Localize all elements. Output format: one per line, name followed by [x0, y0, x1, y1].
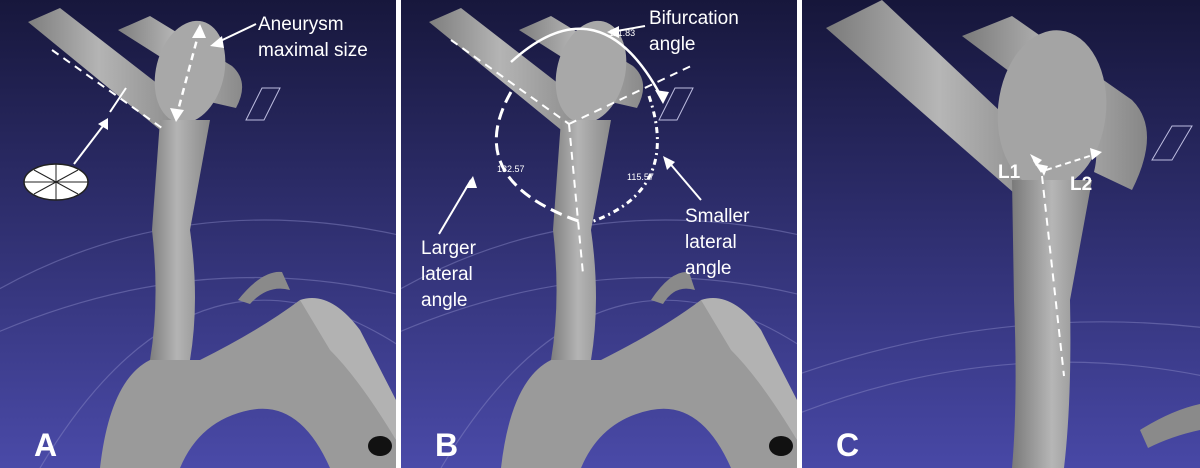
panel-letter: C — [836, 427, 859, 463]
l2-label: L2 — [1070, 174, 1092, 195]
smaller-label-line1: Smaller — [685, 206, 750, 227]
panel-c: L1 L2 C — [802, 0, 1200, 468]
larger-label-line3: angle — [421, 290, 468, 311]
panel-b-render: 111.83 132.57 115.57 Bifurcation angle L… — [401, 0, 797, 468]
larger-label-line2: lateral — [421, 264, 473, 285]
larger-angle-value: 132.57 — [497, 164, 525, 174]
aneurysm-label-line1: Aneurysm — [258, 14, 344, 35]
smaller-label-line3: angle — [685, 258, 732, 279]
bifurcation-label-line2: angle — [649, 34, 696, 55]
panel-a: Aneurysm maximal size A — [0, 0, 396, 468]
cross-section-icon — [24, 164, 88, 200]
bifurcation-angle-value: 111.83 — [609, 28, 635, 38]
panel-c-render: L1 L2 C — [802, 0, 1200, 468]
panel-a-render: Aneurysm maximal size A — [0, 0, 396, 468]
l1-label: L1 — [998, 162, 1021, 183]
panel-b: 111.83 132.57 115.57 Bifurcation angle L… — [401, 0, 797, 468]
aneurysm-label-line2: maximal size — [258, 40, 368, 61]
background — [802, 0, 1200, 468]
larger-label-line1: Larger — [421, 238, 477, 259]
panel-letter: A — [34, 427, 57, 463]
panel-letter: B — [435, 427, 458, 463]
bifurcation-label-line1: Bifurcation — [649, 8, 739, 29]
smaller-angle-value: 115.57 — [627, 172, 654, 182]
smaller-label-line2: lateral — [685, 232, 737, 253]
